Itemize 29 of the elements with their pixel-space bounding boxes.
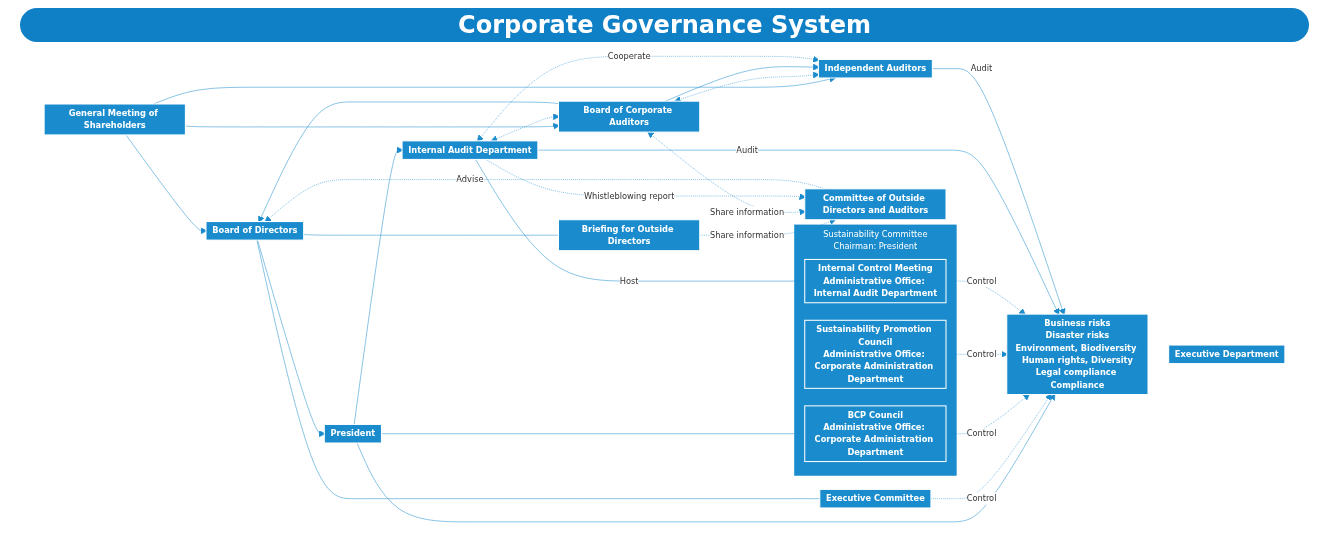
node-box: Board of Directors xyxy=(205,221,305,241)
edge-label: Audit xyxy=(736,144,758,155)
node-box: Sustainability Promotion Council Administrative Office: Corporate Administration Department xyxy=(804,319,947,389)
node-box: Executive Committee xyxy=(819,488,932,509)
node-box: Independent Auditors xyxy=(817,58,933,79)
edge-label: Control xyxy=(966,493,997,504)
node-box: Executive Department xyxy=(1168,344,1286,365)
title-banner: Corporate Governance System xyxy=(20,8,1309,42)
edge-label: Control xyxy=(966,428,997,439)
node-box: President xyxy=(323,423,382,444)
node-box: Internal Control Meeting Administrative Office: Internal Audit Department xyxy=(804,258,947,304)
edge-label: Host xyxy=(619,275,639,286)
connector xyxy=(303,234,559,236)
edge-label: Audit xyxy=(970,63,993,74)
edge-label: Cooperate xyxy=(607,51,651,61)
edge-label: Share information xyxy=(710,230,785,240)
node-box: Committee of Outside Directors and Auditors xyxy=(804,188,947,221)
node-box: General Meeting of Shareholders xyxy=(43,103,186,136)
node-box: Business risks Disaster risks Environment, Biodiversity Human rights, Diversity Legal compliance Compliance xyxy=(1006,313,1149,396)
connector xyxy=(381,433,795,434)
edge-label: Advise xyxy=(456,174,484,185)
edge-label: Share information xyxy=(710,207,785,218)
edge-label: Control xyxy=(966,349,997,359)
node-box: BCP Council Administrative Office: Corporate Administration Department xyxy=(804,405,947,463)
edge-label: Whistleblowing report xyxy=(583,190,675,201)
node-box: Internal Audit Department xyxy=(401,140,539,160)
node-box: Briefing for Outside Directors xyxy=(557,219,701,252)
edge-label: Control xyxy=(966,275,997,286)
node-box: Board of Corporate Auditors xyxy=(557,100,701,133)
